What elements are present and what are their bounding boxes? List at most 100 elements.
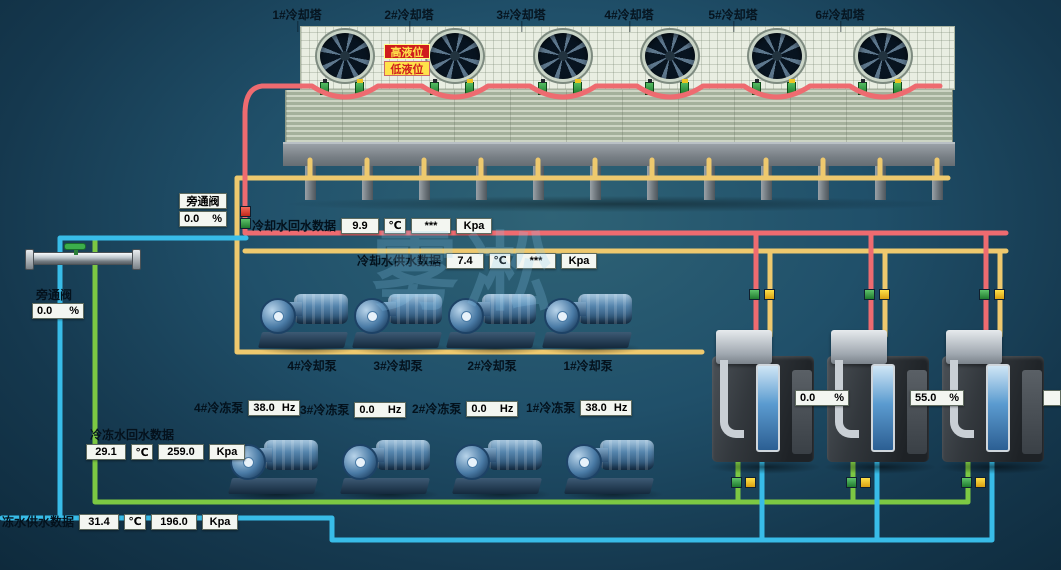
- cooling-pump-3[interactable]: [350, 286, 452, 355]
- tower-label-2: 2#冷却塔: [384, 8, 434, 32]
- pump-motor: [388, 294, 442, 324]
- cooling-supply-temp-value: 7.4: [446, 252, 485, 269]
- chiller-side-panel: [1022, 370, 1042, 454]
- chiller-3-inlet-valve-icon[interactable]: [979, 289, 990, 300]
- valve-icon[interactable]: [787, 79, 796, 95]
- pump-motor: [264, 440, 318, 470]
- chiller-2-outlet-valve-icon[interactable]: [860, 477, 871, 488]
- chiller-top-unit: [716, 330, 772, 364]
- load-unit: %: [949, 392, 959, 404]
- bypass-left-value-box: 0.0 %: [32, 303, 84, 319]
- valve-icon[interactable]: [538, 79, 547, 95]
- cooling-supply-temp-unit: ℃: [489, 252, 512, 269]
- tower-valve-pair-2[interactable]: [430, 79, 474, 95]
- cooling-pump-1-label: 1#冷却泵: [563, 359, 613, 373]
- valve-icon[interactable]: [430, 79, 439, 95]
- tower-leg: [476, 166, 487, 200]
- valve-icon[interactable]: [752, 79, 761, 95]
- valve-icon[interactable]: [893, 79, 902, 95]
- tower-leg: [761, 166, 772, 200]
- chilled-return-temp-value: 29.1: [86, 444, 126, 460]
- freq-unit: Hz: [387, 403, 402, 416]
- tower-valve-pair-3[interactable]: [538, 79, 582, 95]
- chilled-pump-4-row: 4#冷冻泵 38.0 Hz: [194, 399, 301, 416]
- cooling-return-label: 冷却水回水数据: [252, 219, 337, 233]
- cooling-return-row: 冷却水回水数据 9.9 ℃ *** Kpa: [252, 217, 493, 234]
- valve-icon[interactable]: [465, 79, 474, 95]
- chilled-pump-1-freq-box: 38.0 Hz: [580, 399, 633, 416]
- tower-fan-deck: [300, 26, 955, 90]
- cooling-tower-fan-4[interactable]: [642, 30, 698, 82]
- chilled-pump-4[interactable]: [226, 432, 328, 501]
- pump-volute: [342, 444, 378, 480]
- tower-leg: [419, 166, 430, 200]
- chilled-pump-3-label: 3#冷冻泵: [300, 403, 350, 417]
- chilled-pump-2[interactable]: [450, 432, 552, 501]
- cooling-tower-fan-1[interactable]: [317, 30, 373, 82]
- cooling-pump-2[interactable]: [444, 286, 546, 355]
- freq-value: 38.0: [585, 401, 607, 414]
- chiller-1-inlet-valve-icon[interactable]: [764, 289, 775, 300]
- chiller-2-inlet-valve-icon[interactable]: [879, 289, 890, 300]
- chiller-1-inlet-valve-icon[interactable]: [749, 289, 760, 300]
- valve-icon[interactable]: [645, 79, 654, 95]
- chilled-pump-2-row: 2#冷冻泵 0.0 Hz: [412, 400, 519, 417]
- valve-icon[interactable]: [858, 79, 867, 95]
- chiller-3-load-box-clipped: [1043, 390, 1061, 406]
- cooling-tower-fan-5[interactable]: [749, 30, 805, 82]
- chiller-2-outlet-valve-icon[interactable]: [846, 477, 857, 488]
- bypass-left-value: 0.0: [37, 305, 53, 317]
- chilled-supply-row: 冻水供水数据 31.4 ℃ 196.0 Kpa: [2, 513, 239, 530]
- chilled-pump-3[interactable]: [338, 432, 440, 501]
- chilled-return-pressure-unit: Kpa: [209, 444, 245, 460]
- chilled-pump-1-row: 1#冷冻泵 38.0 Hz: [526, 399, 633, 416]
- cooling-pump-2-label: 2#冷却泵: [467, 359, 517, 373]
- chiller-1-outlet-valve-icon[interactable]: [731, 477, 742, 488]
- cooling-return-pressure-unit: Kpa: [456, 217, 493, 234]
- pump-volute: [354, 298, 390, 334]
- chiller-1-outlet-valve-icon[interactable]: [745, 477, 756, 488]
- cooling-supply-row: 冷却水供水数据 7.4 ℃ *** Kpa: [357, 252, 598, 269]
- chiller-3-outlet-valve-icon[interactable]: [961, 477, 972, 488]
- cooling-pump-4[interactable]: [256, 286, 358, 355]
- chilled-supply-temp-unit: ℃: [124, 513, 147, 530]
- chilled-return-pressure-value: 259.0: [158, 444, 204, 460]
- bypass-top-value-box: 0.0 %: [179, 211, 227, 227]
- chiller-3-inlet-valve-icon[interactable]: [994, 289, 1005, 300]
- tower-leg: [305, 166, 316, 200]
- cooling-pump-1[interactable]: [540, 286, 642, 355]
- freq-unit: Hz: [281, 401, 296, 414]
- valve-icon[interactable]: [573, 79, 582, 95]
- tower-valve-pair-1[interactable]: [320, 79, 364, 95]
- chiller-3-outlet-valve-icon[interactable]: [975, 477, 986, 488]
- bypass-top-valve-icon[interactable]: [240, 218, 251, 229]
- tower-louver-body: [285, 90, 953, 142]
- tower-valve-pair-4[interactable]: [645, 79, 689, 95]
- cooling-return-temp-value: 9.9: [341, 217, 380, 234]
- chiller-shadow: [823, 460, 937, 474]
- chilled-pump-4-freq-box: 38.0 Hz: [248, 399, 301, 416]
- chilled-supply-pressure-value: 196.0: [151, 513, 198, 530]
- cooling-tower-fan-6[interactable]: [855, 30, 911, 82]
- pump-motor: [376, 440, 430, 470]
- chilled-pump-1[interactable]: [562, 432, 664, 501]
- bypass-top-value: 0.0: [184, 213, 200, 225]
- cooling-pump-4-label: 4#冷却泵: [287, 359, 337, 373]
- valve-icon[interactable]: [680, 79, 689, 95]
- tower-valve-pair-5[interactable]: [752, 79, 796, 95]
- tower-leg: [590, 166, 601, 200]
- cooling-tower-fan-2[interactable]: [427, 30, 483, 82]
- freq-value: 0.0: [359, 403, 375, 416]
- chiller-2-inlet-valve-icon[interactable]: [864, 289, 875, 300]
- pump-base: [228, 478, 319, 494]
- pump-base: [258, 332, 349, 348]
- valve-icon[interactable]: [320, 79, 329, 95]
- valve-icon[interactable]: [355, 79, 364, 95]
- cooling-tower-fan-3[interactable]: [535, 30, 591, 82]
- load-value: 55.0: [915, 392, 937, 404]
- chilled-supply-pressure-unit: Kpa: [202, 513, 239, 530]
- bypass-valve-handle-icon[interactable]: [64, 243, 86, 255]
- bypass-top-valve-icon[interactable]: [240, 206, 251, 217]
- pump-volute: [544, 298, 580, 334]
- tower-valve-pair-6[interactable]: [858, 79, 902, 95]
